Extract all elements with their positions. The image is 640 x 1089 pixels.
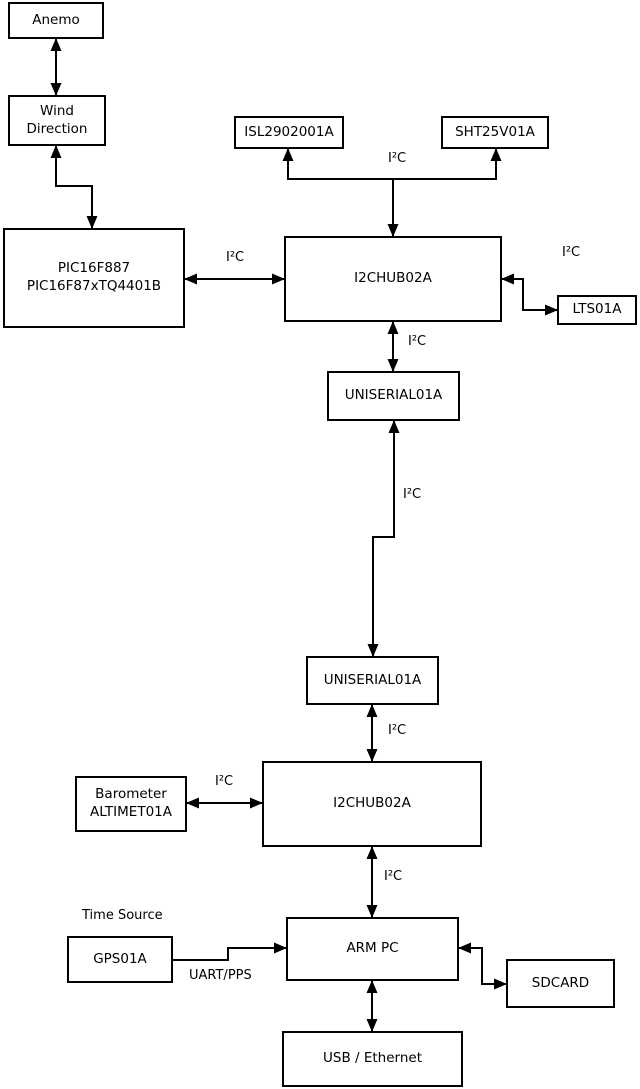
i2c-label-barometer-hub2: I²C bbox=[215, 774, 234, 789]
wind-direction-box: Wind Direction bbox=[8, 95, 106, 146]
pic-controller-label-line1: PIC16F887 bbox=[57, 260, 131, 277]
wind-direction-label-line2: Direction bbox=[26, 120, 88, 137]
i2c-label-hub2-armpc: I²C bbox=[384, 869, 403, 884]
edge-uniserial1-uniserial2 bbox=[367, 420, 400, 657]
anemo-box: Anemo bbox=[8, 2, 104, 39]
usb-ethernet-label: USB / Ethernet bbox=[323, 1050, 422, 1067]
pic-controller-label-line2: PIC16F87xTQ4401B bbox=[26, 278, 162, 294]
lts-sensor-box: LTS01A bbox=[557, 295, 637, 325]
edge-gps-armpc bbox=[173, 942, 287, 961]
pic-controller-box: PIC16F887 PIC16F87xTQ4401B bbox=[3, 228, 185, 328]
i2c-label-uniserial2-hub2: I²C bbox=[388, 723, 407, 738]
uniserial-lower-label: UNISERIAL01A bbox=[323, 671, 422, 688]
uart-pps-label: UART/PPS bbox=[189, 968, 252, 983]
i2c-hub-lower-label: I2CHUB02A bbox=[333, 795, 411, 812]
uniserial-upper-label: UNISERIAL01A bbox=[344, 387, 443, 404]
wind-direction-label-line1: Wind bbox=[40, 102, 74, 119]
i2c-hub-upper-box: I2CHUB02A bbox=[284, 236, 502, 322]
lts-sensor-label: LTS01A bbox=[572, 301, 622, 318]
arm-pc-box: ARM PC bbox=[286, 917, 459, 981]
isl-sensor-label: ISL2902001A bbox=[244, 123, 334, 140]
i2c-label-pic-hub1: I²C bbox=[226, 250, 245, 265]
i2c-label-uniserial-link: I²C bbox=[403, 487, 422, 502]
i2c-label-hub1-uniserial1: I²C bbox=[408, 334, 427, 349]
sht-sensor-label: SHT25V01A bbox=[455, 123, 535, 140]
gps-label: GPS01A bbox=[93, 950, 147, 967]
i2c-hub-upper-label: I2CHUB02A bbox=[354, 270, 432, 287]
arm-pc-label: ARM PC bbox=[346, 940, 399, 957]
anemo-label: Anemo bbox=[32, 11, 80, 28]
edge-armpc-sdcard bbox=[458, 942, 507, 990]
barometer-label-line2: ALTIMET01A bbox=[90, 804, 172, 820]
edge-wind-pic bbox=[50, 145, 98, 229]
sht-sensor-box: SHT25V01A bbox=[441, 116, 549, 149]
edge-bus-sht bbox=[393, 148, 502, 180]
barometer-box: Barometer ALTIMET01A bbox=[75, 776, 187, 832]
isl-sensor-box: ISL2902001A bbox=[234, 116, 344, 149]
i2c-label-lts: I²C bbox=[562, 245, 581, 260]
edge-hub1-lts bbox=[501, 273, 558, 316]
uniserial-lower-box: UNISERIAL01A bbox=[306, 656, 439, 705]
sdcard-label: SDCARD bbox=[531, 974, 590, 991]
gps-box: GPS01A bbox=[67, 936, 173, 983]
barometer-label-line1: Barometer bbox=[95, 786, 167, 803]
edge-hub1-isl bbox=[282, 148, 399, 237]
time-source-label: Time Source bbox=[82, 908, 163, 923]
uniserial-upper-box: UNISERIAL01A bbox=[327, 371, 460, 421]
i2c-label-top-bus: I²C bbox=[388, 151, 407, 166]
i2c-hub-lower-box: I2CHUB02A bbox=[262, 761, 482, 847]
usb-ethernet-box: USB / Ethernet bbox=[282, 1031, 463, 1087]
sdcard-box: SDCARD bbox=[506, 959, 615, 1008]
